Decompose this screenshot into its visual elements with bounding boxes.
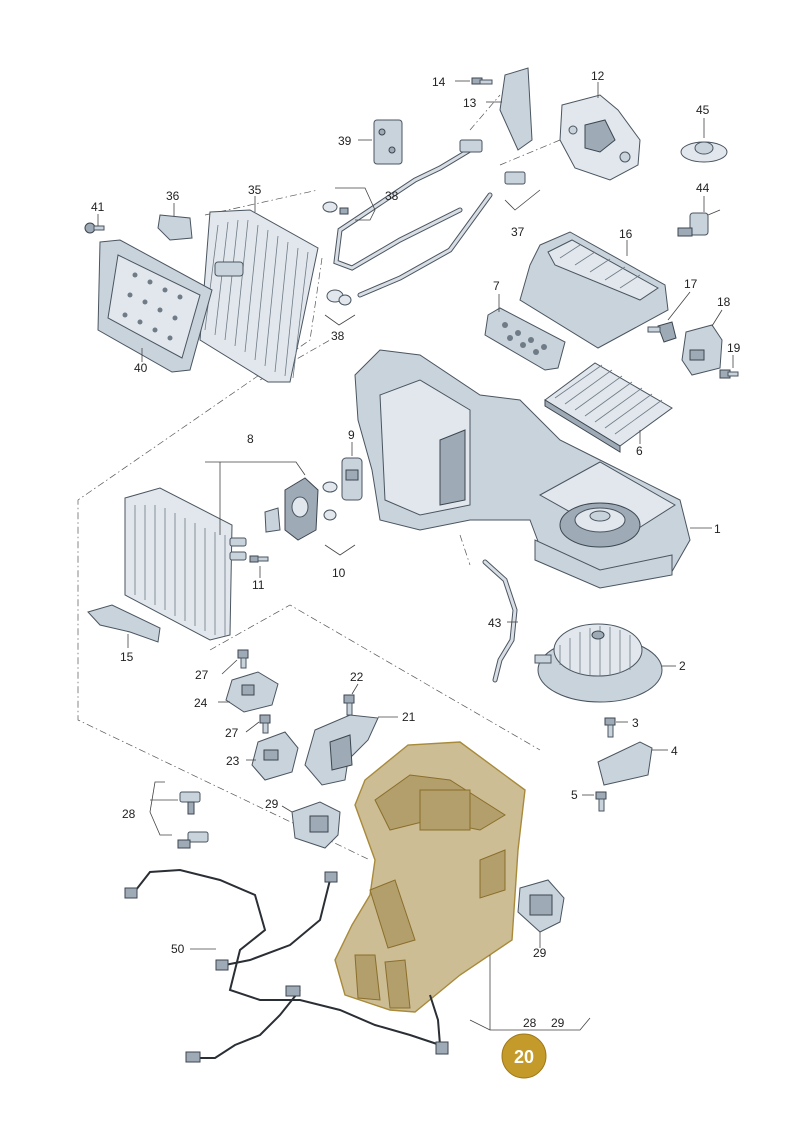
part-39-expansion-block	[358, 119, 403, 165]
callout-12: 12	[591, 69, 605, 83]
part-15-bracket	[87, 604, 161, 648]
part-27-screw-a	[221, 649, 249, 675]
callout-43: 43	[488, 616, 502, 630]
part-3-screw	[604, 717, 628, 738]
callout-39: 39	[338, 134, 352, 148]
callout-18: 18	[717, 295, 731, 309]
outline-drain	[459, 534, 471, 566]
callout-41: 41	[91, 200, 105, 214]
callout-50: 50	[171, 942, 185, 956]
callout-11: 11	[252, 578, 265, 592]
callout-7: 7	[493, 279, 500, 293]
badge-label: 20	[514, 1047, 534, 1067]
callout-14: 14	[432, 75, 446, 89]
callout-16: 16	[619, 227, 633, 241]
callout-29-right: 29	[533, 946, 547, 960]
callout-29-bottom: 29	[551, 1016, 565, 1030]
callout-37: 37	[511, 225, 525, 239]
part-1-housing	[354, 349, 712, 589]
part-29-seal-right	[517, 879, 565, 948]
part-35-evaporator	[199, 196, 319, 383]
part-6-filter	[544, 362, 673, 453]
callout-40: 40	[134, 361, 148, 375]
callout-1: 1	[714, 522, 721, 536]
part-45-cap	[680, 118, 728, 163]
callout-35: 35	[248, 183, 262, 197]
callout-17: 17	[684, 277, 698, 291]
callout-38-bottom: 38	[331, 329, 345, 343]
part-2-blower	[534, 623, 676, 703]
part-16-module	[519, 231, 669, 349]
outline-seal	[499, 139, 561, 166]
part-8-heater-core	[124, 461, 306, 641]
callout-13: 13	[463, 96, 477, 110]
callout-6: 6	[636, 444, 643, 458]
part-5-screw	[582, 791, 607, 812]
callout-19: 19	[727, 341, 741, 355]
callout-23: 23	[226, 754, 240, 768]
part-17-screw	[647, 291, 691, 343]
callout-2: 2	[679, 659, 686, 673]
callout-10: 10	[332, 566, 346, 580]
callout-3: 3	[632, 716, 639, 730]
callout-24: 24	[194, 696, 208, 710]
callout-27-b: 27	[225, 726, 239, 740]
part-14-bolt	[455, 77, 493, 85]
part-19-screw	[719, 355, 739, 379]
part-29-seal-left	[281, 801, 341, 849]
bottom-leaders	[469, 955, 591, 1031]
part-11-screw	[249, 555, 269, 578]
callout-4: 4	[671, 744, 678, 758]
callout-45: 45	[696, 103, 710, 117]
part-38-rings	[322, 187, 376, 326]
part-8-cover	[264, 477, 319, 541]
part-27-screw-b	[245, 714, 271, 734]
callout-28-left: 28	[122, 807, 136, 821]
callout-labels: 14 13 12 45 39 38 35 44 36 41 37 16 7 17…	[91, 69, 741, 1030]
callout-9: 9	[348, 428, 355, 442]
callout-36: 36	[166, 189, 180, 203]
part-22-screw	[343, 683, 359, 716]
callout-21: 21	[402, 710, 416, 724]
part-20-distribution-housing	[334, 741, 526, 1013]
outline-lower	[209, 604, 541, 751]
part-20-badge[interactable]: 20	[501, 1033, 547, 1079]
part-21-bracket	[304, 714, 398, 786]
part-37-pipes	[333, 139, 541, 298]
callout-28-bottom: 28	[523, 1016, 537, 1030]
part-36-clip	[157, 203, 193, 241]
callout-29-left: 29	[265, 797, 279, 811]
part-24-actuator	[218, 671, 279, 713]
callout-22: 22	[350, 670, 364, 684]
part-10-rings	[322, 481, 356, 556]
part-44-sensor	[677, 196, 721, 237]
part-23-actuator	[246, 731, 299, 781]
part-13-bracket	[486, 67, 533, 151]
callout-5: 5	[571, 788, 578, 802]
part-50-wiring-harness	[124, 868, 449, 1063]
part-18-actuator	[681, 309, 723, 376]
callout-44: 44	[696, 181, 710, 195]
part-40-frame	[97, 239, 213, 373]
part-7-grille	[484, 294, 566, 371]
outline-main	[77, 257, 371, 861]
part-12-flange-seal	[559, 82, 641, 181]
callout-27-a: 27	[195, 668, 209, 682]
callout-8: 8	[247, 432, 254, 446]
part-4-cover	[597, 741, 668, 786]
part-41-screw	[84, 214, 105, 234]
part-43-drain-hose	[482, 559, 518, 683]
part-9-valve	[341, 442, 363, 501]
callout-15: 15	[120, 650, 134, 664]
part-28-sensors	[149, 781, 209, 849]
callout-38-top: 38	[385, 189, 399, 203]
